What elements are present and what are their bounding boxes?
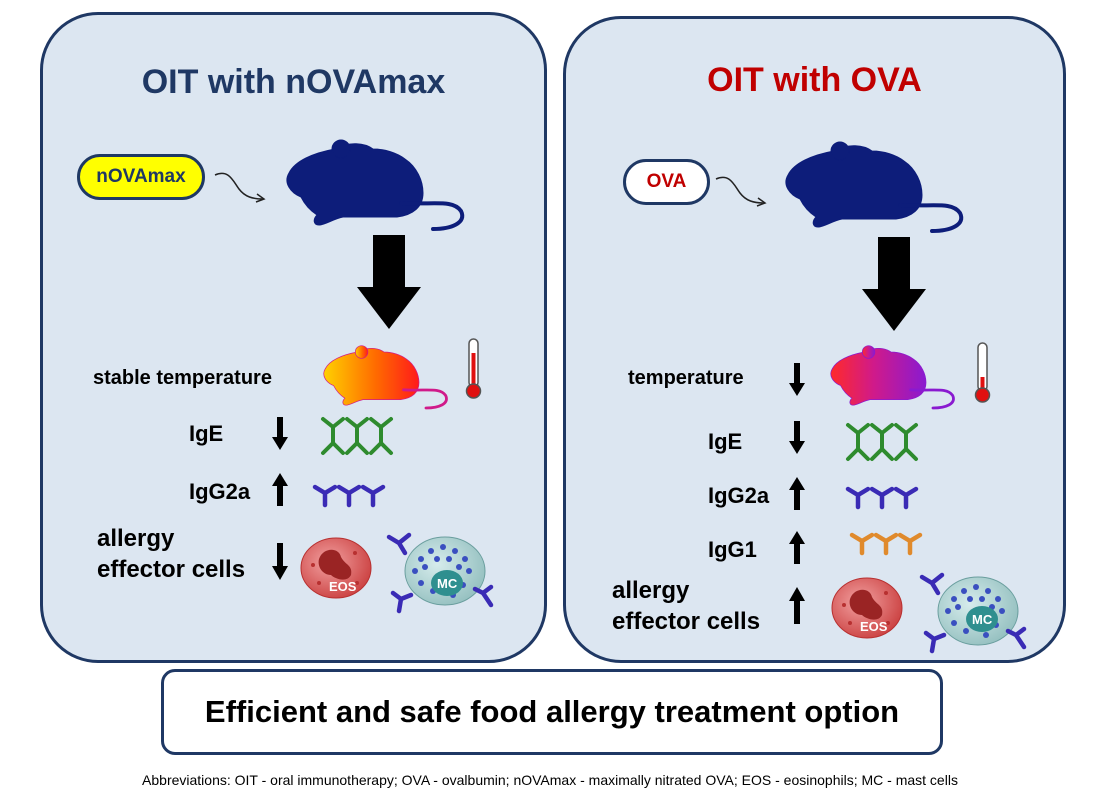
eosinophil-cell-icon: EOS [831,577,903,639]
summary-text: Efficient and safe food allergy treatmen… [204,694,900,729]
IgG2a-antibody-icon [845,486,919,510]
allergy-label-line1: allergy [97,525,175,552]
allergy-label-line2: effector cells [97,556,246,583]
summary-box: Efficient and safe food allergy treatmen… [161,669,943,755]
IgE-antibody-icon [846,423,918,461]
allergy-effector-cells-label: allergy effector cells [97,523,245,585]
down-arrow-icon [272,417,288,450]
IgG2a-antibody-icon [312,484,386,508]
left-panel: OIT with nOVAmax nOVAmax stable temperat… [40,12,547,663]
mc-label: MC [437,576,458,591]
allergy-label-line1: allergy [612,577,690,604]
allergy-effector-cells-label: allergy effector cells [612,575,760,637]
big-down-arrow-icon [357,235,421,329]
big-down-arrow-icon [862,237,926,331]
mast-cell-icon: MC [386,532,494,614]
allergy-label-line2: effector cells [612,608,761,635]
eos-label: EOS [329,579,357,594]
left-panel-title: OIT with nOVAmax [141,63,446,101]
mouse-icon [783,140,964,233]
warm-mouse-icon [322,344,448,410]
ova-pill: OVA [623,159,710,205]
right-panel-title: OIT with OVA [707,61,922,99]
down-arrow-icon [789,421,805,454]
thermometer-icon [465,338,482,399]
mouse-icon [284,138,465,231]
IgG1-antibody-icon [849,532,923,556]
up-arrow-icon [789,587,805,624]
mast-cell-icon: MC [919,572,1027,654]
down-arrow-icon [272,543,288,580]
IgE-label: IgE [189,421,224,446]
IgE-antibody-icon [321,417,393,455]
IgE-label: IgE [708,429,743,454]
thermometer-icon [974,342,991,403]
up-arrow-icon [789,477,805,510]
curved-arrow-icon [214,172,266,203]
up-arrow-icon [272,473,288,506]
nOVAmax-pill: nOVAmax [77,154,205,200]
down-arrow-icon [789,363,805,396]
curved-arrow-icon [715,176,767,207]
IgG2a-label: IgG2a [189,479,251,504]
up-arrow-icon [789,531,805,564]
eos-label: EOS [860,619,888,634]
stable-temperature-label: stable temperature [93,367,272,389]
IgG1-label: IgG1 [708,537,757,562]
IgG2a-label: IgG2a [708,483,770,508]
eosinophil-cell-icon: EOS [300,537,372,599]
temperature-label: temperature [628,367,744,389]
cold-mouse-icon [829,344,955,410]
abbreviations-footnote: Abbreviations: OIT - oral immunotherapy;… [142,772,958,788]
mc-label: MC [972,612,993,627]
right-panel: OIT with OVA OVA temperature IgE IgG2a [563,16,1066,663]
